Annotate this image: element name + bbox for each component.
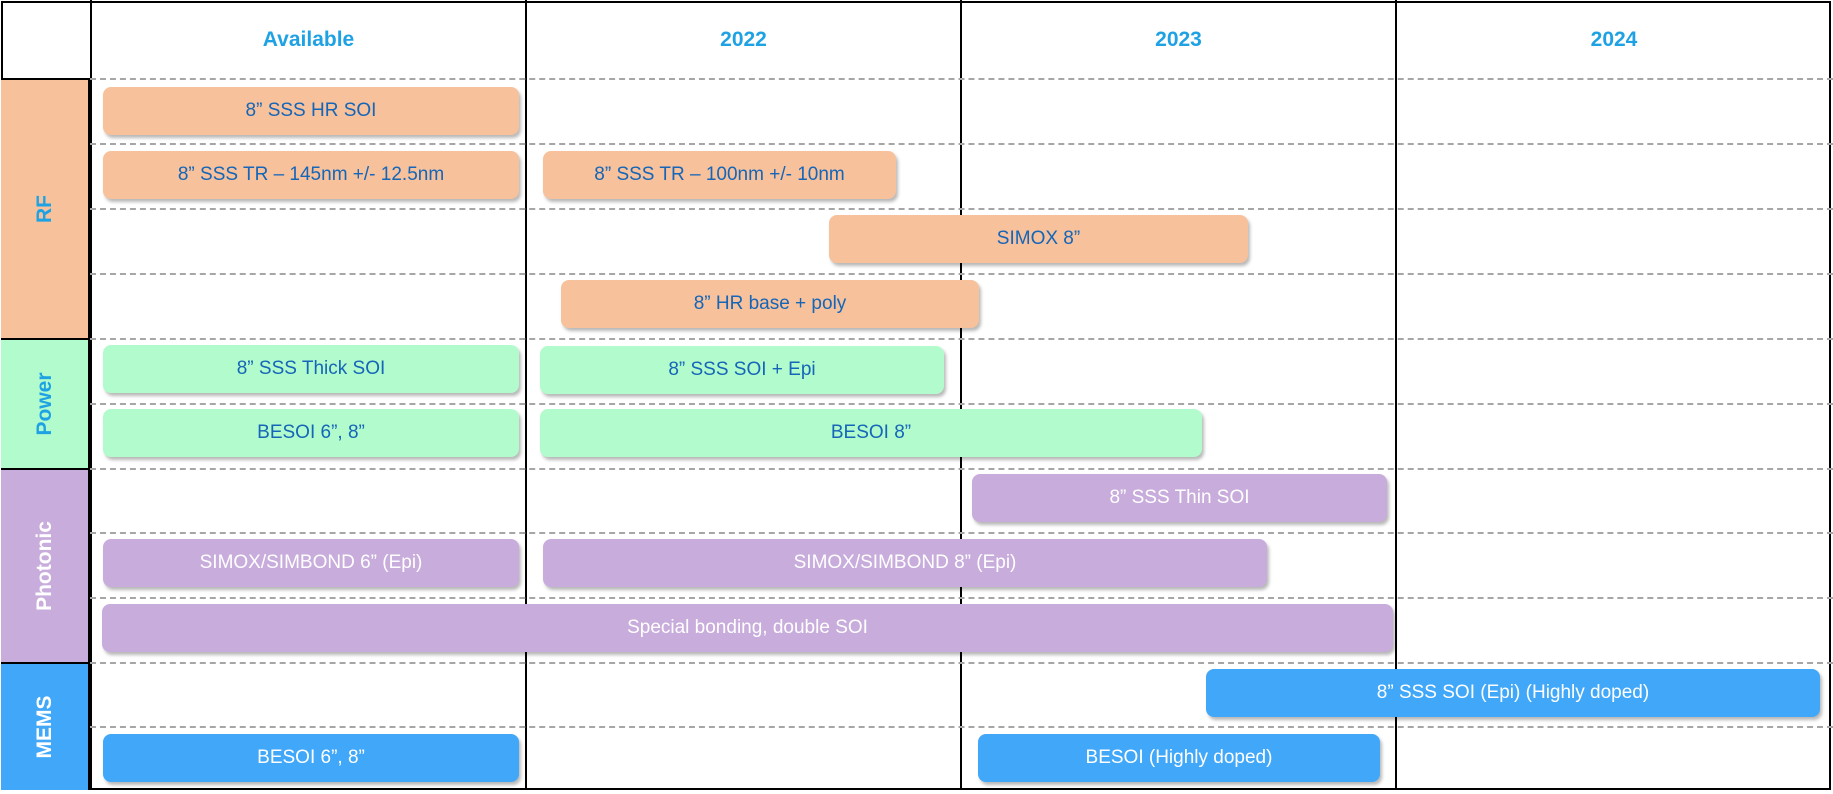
roadmap-bar: 8” SSS HR SOI [103,87,519,135]
row-divider [90,143,1833,145]
row-divider [90,208,1833,210]
category-mems: MEMS [1,662,90,790]
row-divider [90,338,1833,340]
row-divider [90,403,1833,405]
row-divider [90,726,1833,728]
row-divider [90,468,1833,470]
roadmap-bar: SIMOX 8” [829,215,1248,263]
column-divider [960,0,962,790]
roadmap-bar: BESOI 6”, 8” [103,734,519,782]
category-power-label: Power [32,372,56,436]
category-photonic-label: Photonic [32,521,56,611]
column-header-available: Available [262,28,355,51]
row-divider [90,273,1833,275]
roadmap-bar: BESOI 8” [540,409,1202,457]
column-divider [1395,0,1397,790]
roadmap-bar: 8” SSS Thick SOI [103,345,519,393]
category-rf: RF [1,78,90,338]
category-photonic: Photonic [1,468,90,662]
roadmap-bar: Special bonding, double SOI [102,604,1393,652]
category-mems-label: MEMS [32,695,56,759]
roadmap-bar: BESOI 6”, 8” [103,409,519,457]
row-divider [90,662,1833,664]
column-divider [525,0,527,790]
roadmap-bar: 8” HR base + poly [561,280,979,328]
roadmap-bar: 8” SSS SOI (Epi) (Highly doped) [1206,669,1820,717]
category-power: Power [1,338,90,468]
roadmap-bar: 8” SSS TR – 145nm +/- 12.5nm [103,151,519,199]
roadmap-bar: SIMOX/SIMBOND 8” (Epi) [543,539,1267,587]
roadmap-bar: 8” SSS Thin SOI [972,474,1387,522]
column-header-2023: 2023 [1155,28,1202,51]
column-header-2022: 2022 [720,28,767,51]
row-divider [90,532,1833,534]
roadmap-bar: 8” SSS TR – 100nm +/- 10nm [543,151,896,199]
roadmap-bar: BESOI (Highly doped) [978,734,1380,782]
column-divider [90,0,92,790]
roadmap-bar: SIMOX/SIMBOND 6” (Epi) [103,539,519,587]
column-header-2024: 2024 [1590,28,1638,51]
row-divider [90,78,1833,80]
roadmap-bar: 8” SSS SOI + Epi [540,346,944,394]
row-divider [90,597,1833,599]
category-rf-label: RF [32,195,56,223]
